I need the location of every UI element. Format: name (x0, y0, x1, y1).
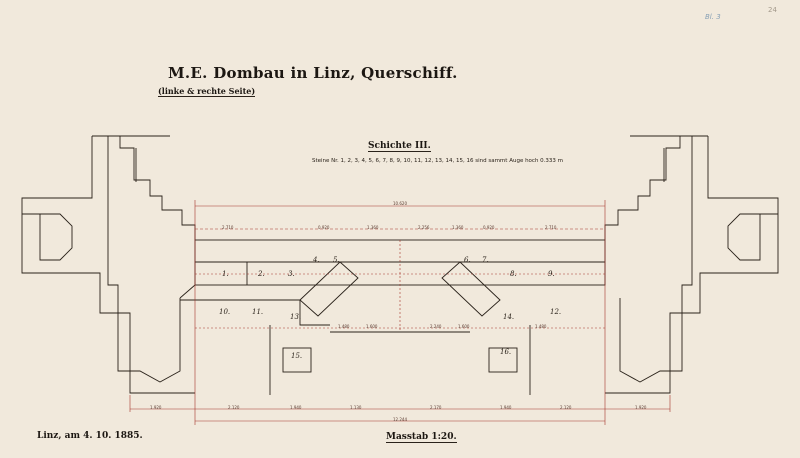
dimension-label: 1.480 (338, 324, 350, 329)
dimension-label: 2.240 (430, 324, 442, 329)
layer-note: Steine Nr. 1, 2, 3, 4, 5, 6, 7, 8, 9, 10… (312, 158, 564, 164)
right-pier-outer (605, 136, 779, 394)
right-stepped-profile (604, 136, 681, 240)
place-date: Linz, am 4. 10. 1885. (37, 431, 143, 441)
dimension-label: 1.920 (150, 405, 162, 410)
dimension-label: 2.120 (228, 405, 240, 410)
sheet-number: Bl. 3 (705, 13, 721, 21)
dimension-label: 1.940 (290, 405, 302, 410)
dimension-label: 1.480 (535, 324, 547, 329)
left-stepped-profile (119, 136, 196, 240)
dimension-label: 2.170 (430, 405, 442, 410)
dimension-label: 2.256 (418, 225, 430, 230)
dimension-label: 10.620 (393, 201, 407, 206)
stone-number: 12. (550, 308, 562, 316)
right-small-room (488, 347, 518, 373)
dimension-lines (129, 200, 671, 425)
stone-number: 9. (548, 270, 555, 278)
lower-course (180, 299, 330, 326)
stone-number: 16. (500, 348, 512, 356)
scale-label: Masstab 1:20. (386, 432, 457, 443)
dimension-label: 1.600 (458, 324, 470, 329)
central-row-outline (194, 239, 606, 286)
stone-number: 13. (290, 313, 302, 321)
right-diagonal-stone (441, 261, 501, 317)
dimension-label: 1.130 (350, 405, 362, 410)
right-pier-inner (619, 136, 693, 383)
lower-course-ends (179, 284, 196, 299)
dimension-label: 2.120 (560, 405, 572, 410)
dimension-label: 1.600 (366, 324, 378, 329)
stone-number: 7. (482, 256, 489, 264)
dimension-label: 1.360 (367, 225, 379, 230)
stone-number: 6. (464, 256, 471, 264)
left-diagonal-stone (299, 261, 359, 317)
stone-number: 3. (288, 270, 295, 278)
dimension-label: 0.920 (483, 225, 495, 230)
stone-number: 11. (252, 308, 264, 316)
left-small-room (282, 347, 312, 373)
dimension-label: 2.710 (222, 225, 234, 230)
dimension-label: 0.920 (318, 225, 330, 230)
left-pier-inner (107, 136, 181, 383)
stone-number: 5. (333, 256, 340, 264)
stone-number: 2. (258, 270, 265, 278)
plan-lines (21, 135, 779, 395)
stone-number: 8. (510, 270, 517, 278)
dimension-label: 1.360 (452, 225, 464, 230)
pencil-number: 24 (768, 6, 777, 14)
layer-heading: Schichte III. (368, 141, 431, 152)
left-pier-outer (21, 136, 195, 394)
right-octagon (727, 213, 761, 261)
stone-number: 4. (313, 256, 320, 264)
stone-number: 15. (291, 352, 303, 360)
stone-number: 10. (219, 308, 231, 316)
stone-number: 14. (503, 313, 515, 321)
dimension-label: 1.940 (500, 405, 512, 410)
dimension-label: 12.244 (393, 417, 407, 422)
drawing-title: M.E. Dombau in Linz, Querschiff. (168, 64, 458, 82)
dimension-label: 1.920 (635, 405, 647, 410)
dimension-label: 2.710 (545, 225, 557, 230)
drawing-subtitle: (linke & rechte Seite) (158, 86, 256, 97)
left-octagon (39, 213, 73, 261)
stone-number: 1. (222, 270, 229, 278)
